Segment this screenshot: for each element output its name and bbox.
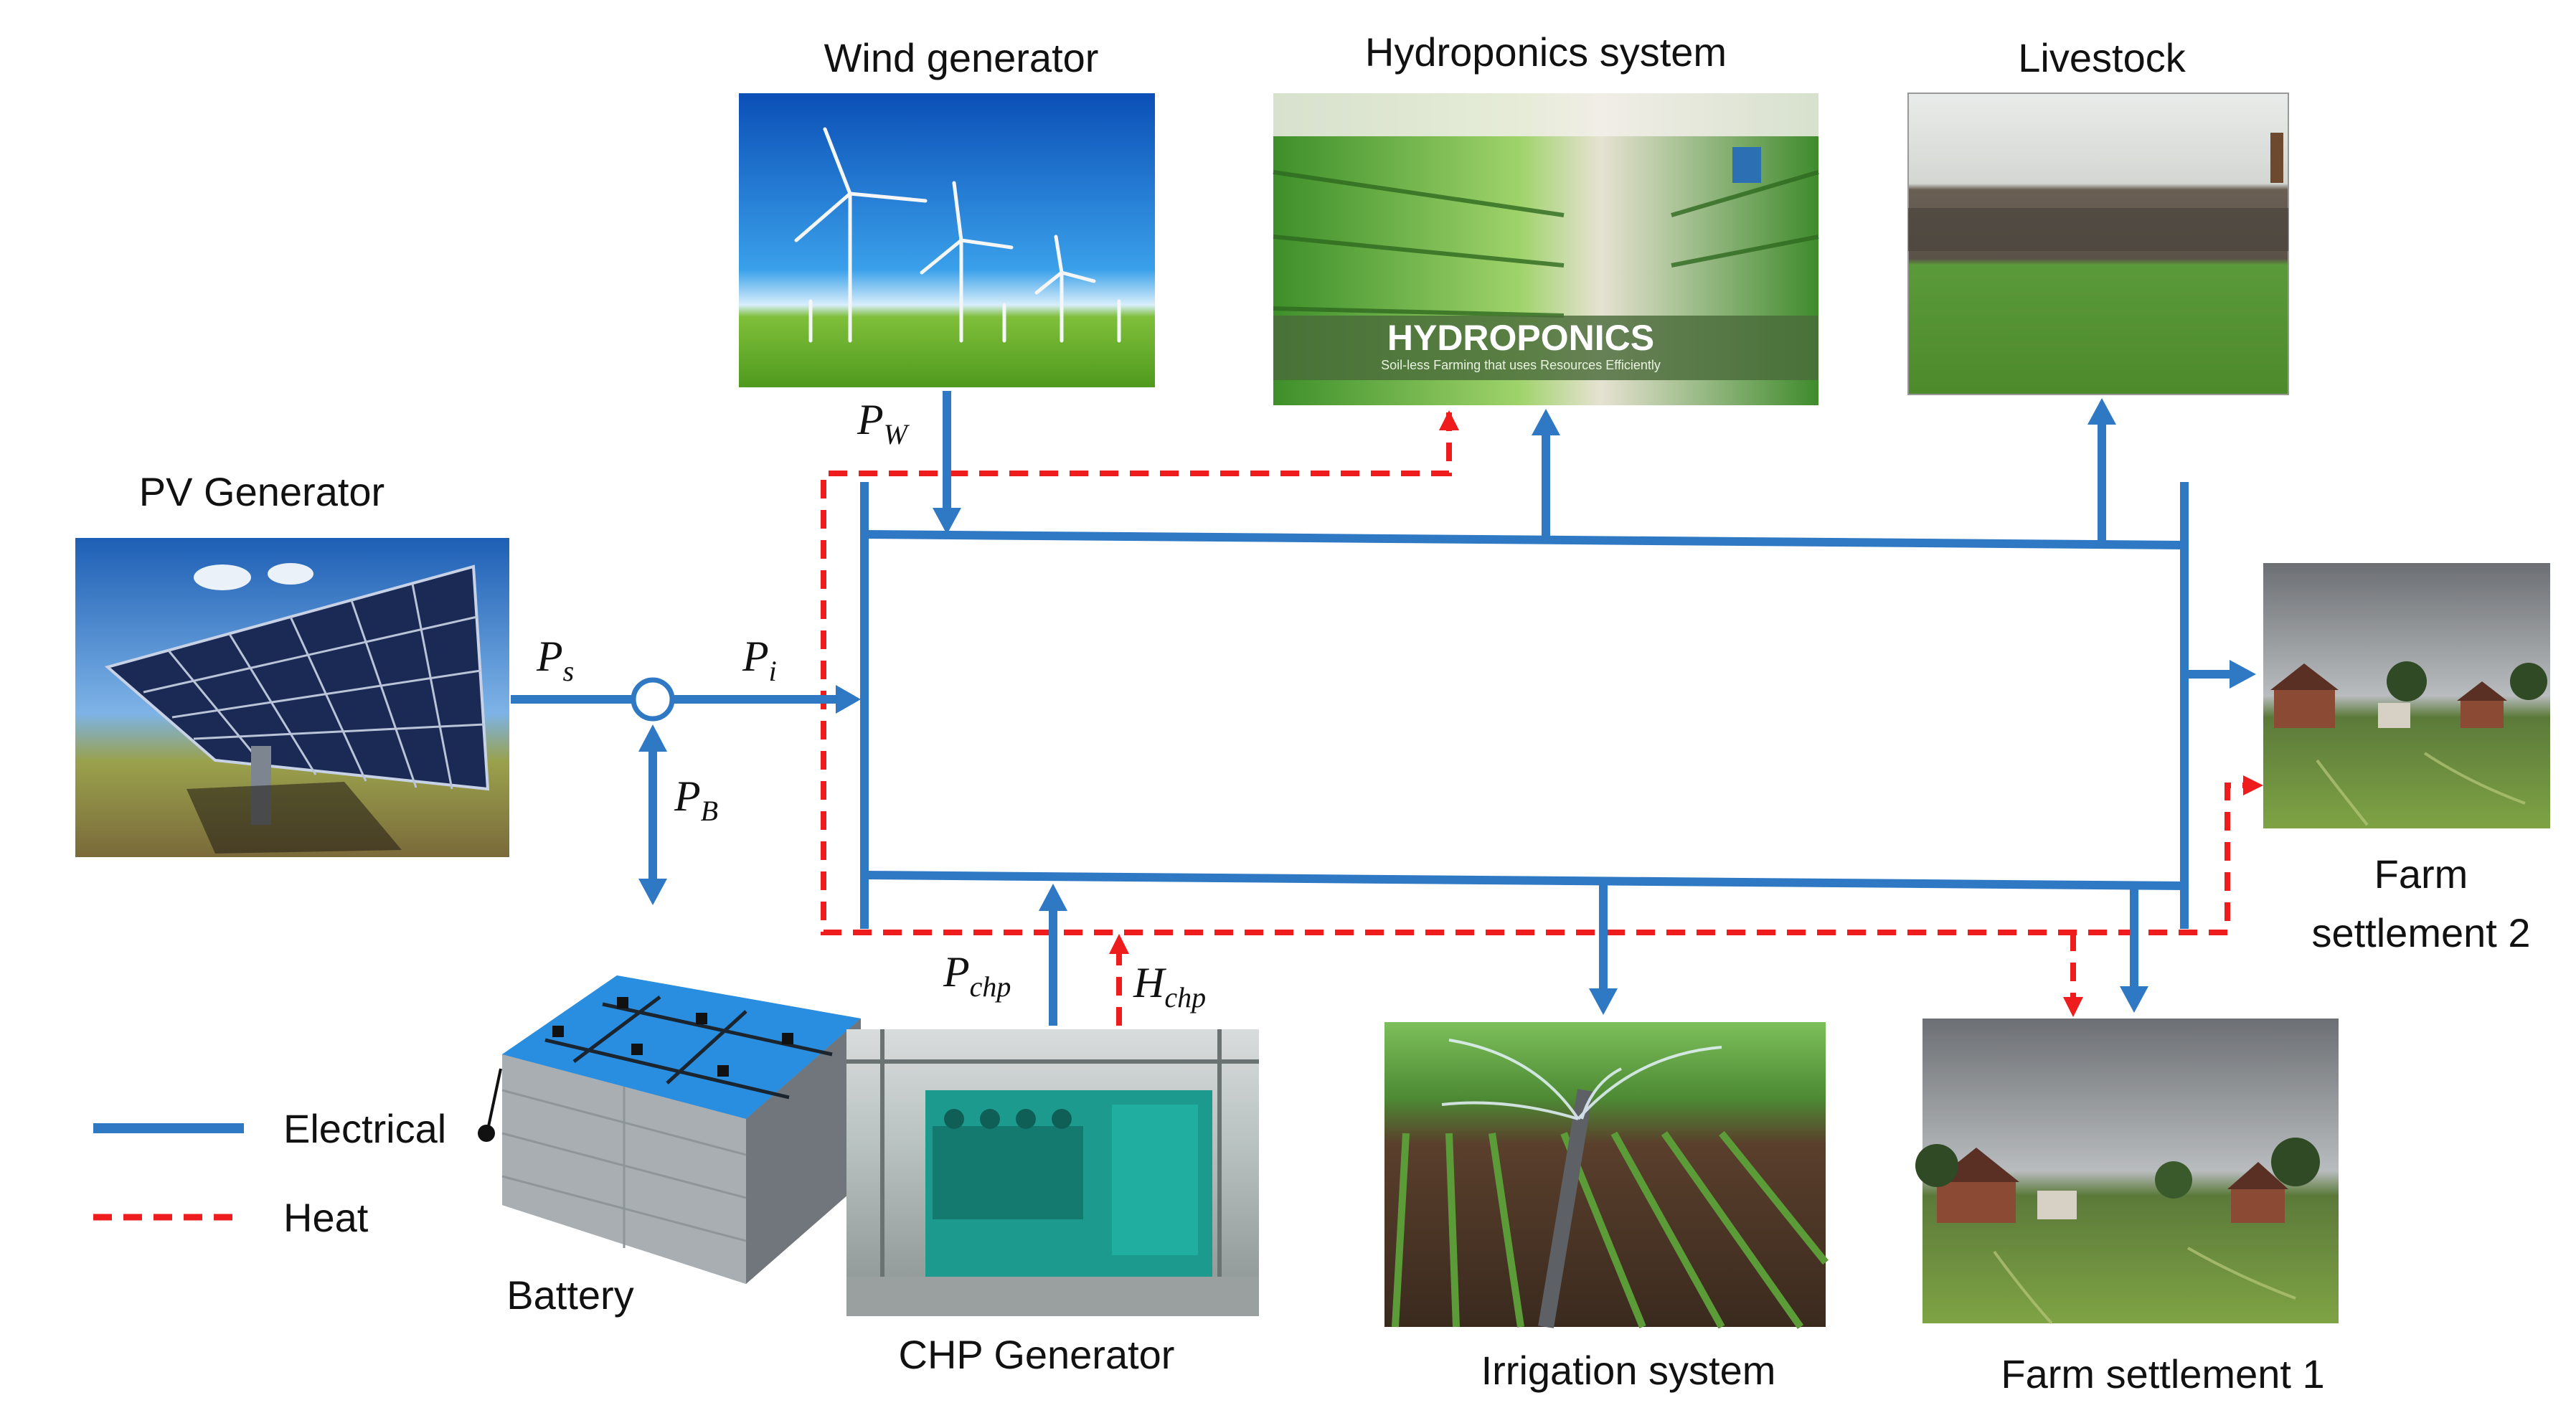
hydroponics-label: Hydroponics system <box>1365 29 1727 75</box>
label-pw-sub: W <box>884 418 910 450</box>
pv-generator-image <box>75 538 509 857</box>
electrical-flow-lines <box>511 391 2235 1026</box>
label-ps: Ps <box>536 633 574 687</box>
chp-generator-image <box>846 1029 1259 1316</box>
arrow-hydroponics-up <box>1532 409 1560 435</box>
heat-arrow-farm1 <box>2063 997 2083 1017</box>
pv-generator-label: PV Generator <box>139 469 384 514</box>
label-pb: PB <box>674 772 718 827</box>
label-pchp-sub: chp <box>970 970 1011 1003</box>
bus-top <box>864 530 2185 549</box>
hydroponics-banner-title: HYDROPONICS <box>1387 318 1654 358</box>
irrigation-system-image <box>1384 1022 1829 1329</box>
arrow-farm2-right <box>2230 660 2256 689</box>
heat-flow-lines <box>821 412 2249 1026</box>
label-pchp-base: P <box>943 948 970 996</box>
label-hchp-base: H <box>1133 959 1167 1006</box>
farm-settlement-1-image <box>1915 1019 2339 1325</box>
label-pw-base: P <box>857 396 884 443</box>
arrow-irrigation-down <box>1589 988 1618 1015</box>
hydroponics-image: HYDROPONICS Soil-less Farming that uses … <box>1273 93 1819 405</box>
label-hchp: Hchp <box>1133 959 1206 1013</box>
label-pi-sub: i <box>769 655 777 687</box>
heat-line-loop <box>821 412 2249 935</box>
arrow-battery-down <box>638 879 667 905</box>
arrow-chp-up <box>1039 884 1067 911</box>
label-pb-sub: B <box>701 795 718 827</box>
farm-settlement-2-label-line2: settlement 2 <box>2311 910 2530 955</box>
label-pchp: Pchp <box>943 948 1011 1003</box>
wind-generator-image <box>739 93 1155 387</box>
arrow-battery-up <box>638 724 667 752</box>
label-pi-base: P <box>742 633 769 680</box>
legend-heat-label: Heat <box>283 1195 369 1240</box>
heat-arrowheads <box>1109 410 2263 1017</box>
battery-label: Battery <box>506 1272 633 1318</box>
arrow-farm1-down <box>2120 986 2148 1013</box>
arrow-wind-down <box>933 508 961 534</box>
electrical-arrowheads <box>638 398 2256 1015</box>
farm-settlement-1-label: Farm settlement 1 <box>2001 1351 2324 1397</box>
battery-image <box>478 975 861 1284</box>
farm-settlement-2-label-line1: Farm <box>2374 851 2468 897</box>
arrow-into-bus-left <box>836 685 861 714</box>
label-pw: PW <box>857 396 910 450</box>
chp-generator-label: CHP Generator <box>899 1332 1175 1377</box>
irrigation-system-label: Irrigation system <box>1481 1348 1776 1393</box>
farm-settlement-2-image <box>2263 563 2550 828</box>
legend: Electrical Heat <box>93 1106 446 1240</box>
heat-arrow-hydroponics <box>1439 410 1459 430</box>
heat-arrow-chp <box>1109 934 1129 954</box>
label-pi: Pi <box>742 633 777 687</box>
heat-arrow-farm2 <box>2243 775 2263 795</box>
livestock-label: Livestock <box>2018 35 2186 80</box>
label-hchp-sub: chp <box>1164 981 1206 1013</box>
hydroponics-banner-subtitle: Soil-less Farming that uses Resources Ef… <box>1381 358 1661 372</box>
label-pb-base: P <box>674 772 701 820</box>
legend-electrical-label: Electrical <box>283 1106 446 1151</box>
label-ps-base: P <box>536 633 563 680</box>
label-ps-sub: s <box>563 655 575 687</box>
livestock-image <box>1907 93 2289 395</box>
junction-node <box>631 677 675 722</box>
arrow-livestock-up <box>2087 398 2116 425</box>
wind-generator-label: Wind generator <box>824 35 1099 80</box>
bus-bottom <box>864 871 2185 890</box>
